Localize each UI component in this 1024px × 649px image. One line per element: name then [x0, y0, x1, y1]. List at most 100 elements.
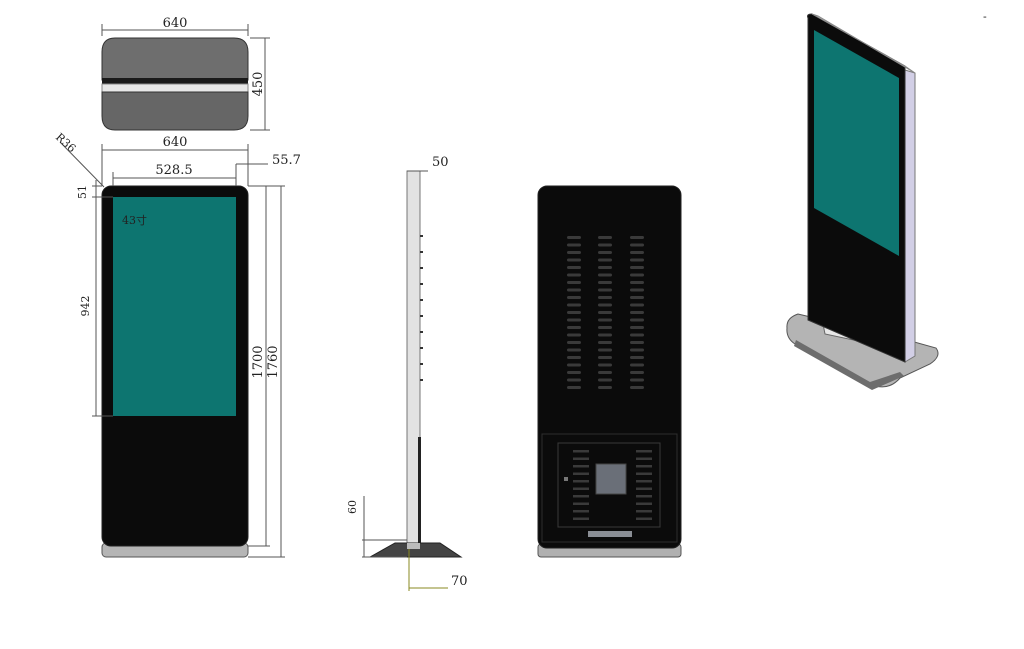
- vent-slot: [598, 311, 612, 314]
- vent-slot: [630, 371, 644, 374]
- vent-slot: [630, 296, 644, 299]
- vent-slot: [630, 356, 644, 359]
- vent-slot: [630, 266, 644, 269]
- vent-slot: [630, 318, 644, 322]
- vent-slot: [598, 251, 612, 254]
- side-foot: [407, 543, 420, 549]
- vent-slot: [567, 371, 581, 374]
- vent-slot: [598, 318, 612, 322]
- vent-slot: [567, 318, 581, 322]
- panel-vent-slot: [573, 510, 589, 513]
- radius-label: R36: [53, 131, 78, 156]
- panel-vent-slot: [636, 517, 652, 520]
- vent-slot: [598, 356, 612, 359]
- vent-slot: [598, 386, 612, 389]
- panel-vent-slot: [573, 480, 589, 483]
- vent-slot: [630, 273, 644, 277]
- vent-slot: [630, 303, 644, 307]
- vent-slot: [630, 236, 644, 239]
- panel-vent-slot: [636, 457, 652, 460]
- vent-slot: [598, 281, 612, 284]
- vent-slot: [567, 348, 581, 352]
- side-margin-label: 55.7: [272, 153, 301, 168]
- vent-slot: [567, 266, 581, 269]
- vent-slot: [598, 348, 612, 352]
- vent-slot: [598, 371, 612, 374]
- vent-slot: [567, 303, 581, 307]
- top-view: 640 450: [101, 16, 270, 131]
- vent-slot: [598, 296, 612, 299]
- side-view: 50 60 70: [346, 155, 468, 591]
- vent-slot: [567, 296, 581, 299]
- vent-slot: [567, 243, 581, 247]
- screen-width-label: 528.5: [155, 163, 192, 178]
- top-view-panel-slot: [102, 78, 248, 84]
- vent-slot: [567, 333, 581, 337]
- side-depth-label: 50: [432, 155, 449, 170]
- corner-mark: -: [983, 10, 987, 23]
- iso-screen: [814, 30, 899, 256]
- top-view-lower-shell: [101, 91, 249, 131]
- vent-slot: [567, 326, 581, 329]
- top-margin-label: 51: [76, 185, 89, 199]
- vent-slot: [630, 311, 644, 314]
- screen-size-label: 43寸: [122, 213, 147, 227]
- panel-vent-slot: [573, 450, 589, 453]
- iso-side-edge: [904, 69, 916, 363]
- vent-slot: [567, 378, 581, 382]
- rear-access-panel: [557, 442, 661, 528]
- vent-slot: [598, 236, 612, 239]
- vent-slot: [630, 363, 644, 367]
- side-back-panel: [418, 437, 421, 547]
- vent-slot: [598, 341, 612, 344]
- top-view-width-label: 640: [163, 16, 188, 31]
- vent-slot: [567, 236, 581, 239]
- overall-height-label: 1760: [266, 345, 281, 378]
- vent-slot: [598, 258, 612, 262]
- vent-slot: [598, 326, 612, 329]
- rear-vent-grille: [567, 236, 644, 389]
- vent-slot: [598, 266, 612, 269]
- rear-power-switch: [564, 477, 568, 481]
- rear-access-frame: [541, 433, 678, 543]
- panel-vent-slot: [573, 517, 589, 520]
- side-base-height-label: 60: [346, 500, 359, 514]
- panel-vent-slot: [636, 480, 652, 483]
- vent-slot: [567, 363, 581, 367]
- panel-vent-slot: [573, 472, 589, 475]
- vent-slot: [630, 251, 644, 254]
- vent-slot: [630, 341, 644, 344]
- panel-vent-slot: [636, 495, 652, 498]
- panel-vent-slot: [573, 502, 589, 505]
- panel-vent-slot: [573, 465, 589, 468]
- vent-slot: [630, 281, 644, 284]
- panel-vent-slot: [636, 450, 652, 453]
- iso-top-edge: [811, 13, 916, 74]
- vent-slot: [567, 251, 581, 254]
- panel-vent-slot: [573, 487, 589, 490]
- panel-vent-slot: [636, 465, 652, 468]
- side-base: [368, 542, 463, 558]
- panel-vent-slot: [573, 495, 589, 498]
- vent-slot: [630, 333, 644, 337]
- vent-slot: [567, 311, 581, 314]
- side-base-offset-label: 70: [451, 574, 468, 589]
- overall-width-label: 640: [163, 135, 188, 150]
- front-view: 43寸 R36 640 528.5 55.7 51 942 1700: [53, 131, 301, 558]
- rear-view: [537, 185, 682, 558]
- vent-slot: [567, 288, 581, 292]
- vent-slot: [598, 378, 612, 382]
- vent-slot: [630, 386, 644, 389]
- body-height-label: 1700: [251, 345, 266, 378]
- vent-slot: [630, 326, 644, 329]
- vent-slot: [598, 243, 612, 247]
- vent-slot: [630, 243, 644, 247]
- panel-vent-slot: [636, 510, 652, 513]
- vent-slot: [567, 273, 581, 277]
- vent-slot: [630, 258, 644, 262]
- top-view-depth-label: 450: [251, 72, 266, 97]
- rear-port-slot: [588, 531, 632, 537]
- vent-slot: [567, 386, 581, 389]
